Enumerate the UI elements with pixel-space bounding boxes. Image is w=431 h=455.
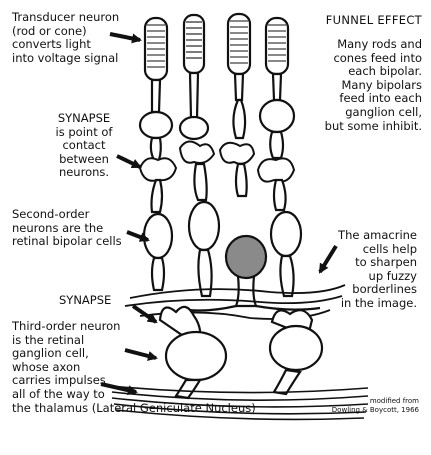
- arrow-ganglion: [124, 348, 158, 361]
- arrow-synapse-top: [116, 154, 142, 169]
- arrow-bipolar: [126, 230, 150, 242]
- photoreceptor-outer-segments: [143, 12, 290, 82]
- bipolar-cells: [142, 162, 303, 298]
- photoreceptor-bodies: [138, 71, 296, 162]
- arrow-synapse-bottom: [131, 304, 158, 324]
- label-synapse-bottom: SYNAPSE: [59, 293, 112, 307]
- photoreceptor-synapses: [138, 140, 296, 183]
- label-synapse-top: SYNAPSE is point of contact between neur…: [55, 111, 113, 180]
- label-funnel-body: Many rods and cones feed into each bipol…: [324, 37, 422, 133]
- arrow-transducer: [109, 32, 142, 44]
- annotation-arrows: [100, 32, 338, 396]
- label-credit: modified from Dowling & Boycott, 1966: [331, 397, 419, 414]
- arrow-axon: [100, 382, 138, 396]
- label-transducer: Transducer neuron (rod or cone) converts…: [12, 10, 120, 65]
- amacrine-cell: [187, 234, 321, 312]
- arrow-amacrine: [318, 244, 338, 274]
- label-funnel-title: FUNNEL EFFECT: [325, 13, 422, 27]
- label-amacrine: The amacrine cells help to sharpen up fu…: [338, 228, 417, 310]
- label-second-order: Second-order neurons are the retinal bip…: [12, 207, 122, 249]
- label-third-order: Third-order neuron is the retinal gangli…: [12, 319, 256, 415]
- optic-nerve-fibers: [109, 385, 369, 421]
- ganglion-cells: [158, 305, 324, 400]
